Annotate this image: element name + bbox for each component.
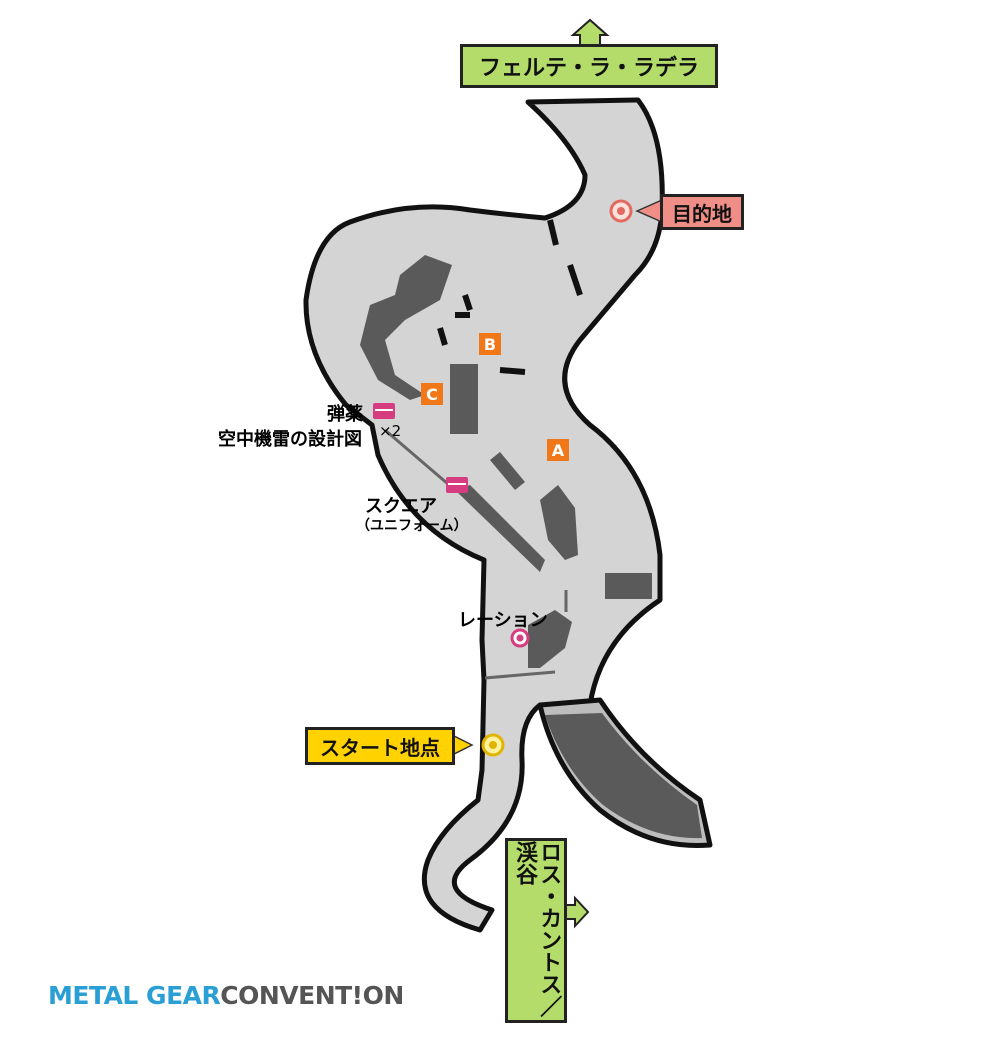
south-destination-text: ロス・カントス／渓谷 (512, 841, 562, 1017)
square-label: スクエア (365, 496, 437, 517)
north-destination-label: フェルテ・ラ・ラデラ (460, 44, 718, 88)
marker-b: B (479, 333, 501, 355)
building-central (450, 364, 478, 434)
marker-c: C (421, 383, 443, 405)
start-pointer (451, 733, 474, 757)
brand-logo: METAL GEARCONVENT!ON (48, 981, 404, 1010)
square-item-icon (446, 477, 468, 493)
logo-part2: CONVENT!ON (220, 981, 404, 1010)
blueprint-label: 空中機雷の設計図 (218, 429, 362, 450)
square-sub-label: （ユニフォーム） (356, 518, 468, 534)
walls (437, 219, 583, 375)
start-label: スタート地点 (305, 727, 455, 765)
north-exit-arrow (570, 18, 610, 46)
rock-small-1 (490, 452, 525, 490)
building-east (605, 573, 652, 599)
marker-a: A (547, 439, 569, 461)
ridge-diagonal (455, 485, 545, 572)
marker-b-text: B (483, 334, 497, 354)
south-exit-arrow (564, 895, 590, 929)
rock-small-2 (540, 485, 578, 560)
marker-a-text: A (551, 440, 565, 460)
ration-label: レーション (458, 610, 548, 631)
ration-dot (516, 634, 524, 642)
start-text: スタート地点 (320, 735, 440, 760)
goal-label: 目的地 (660, 194, 744, 230)
rock-cliff-west (360, 255, 452, 400)
goal-point-dot (617, 207, 625, 215)
south-destination-label: ロス・カントス／渓谷 (505, 838, 567, 1023)
ammo-item-icon (373, 403, 395, 419)
fence-lines (384, 428, 568, 680)
marker-c-text: C (426, 384, 438, 404)
ravine-inner (545, 713, 702, 839)
ammo-count: ×2 (379, 422, 402, 440)
goal-text: 目的地 (672, 201, 732, 226)
north-destination-text: フェルテ・ラ・ラデラ (478, 56, 699, 81)
ammo-label: 弾薬 (327, 404, 363, 425)
logo-part1: METAL GEAR (48, 981, 221, 1010)
rock-south (528, 610, 572, 668)
start-point-dot (489, 741, 497, 749)
